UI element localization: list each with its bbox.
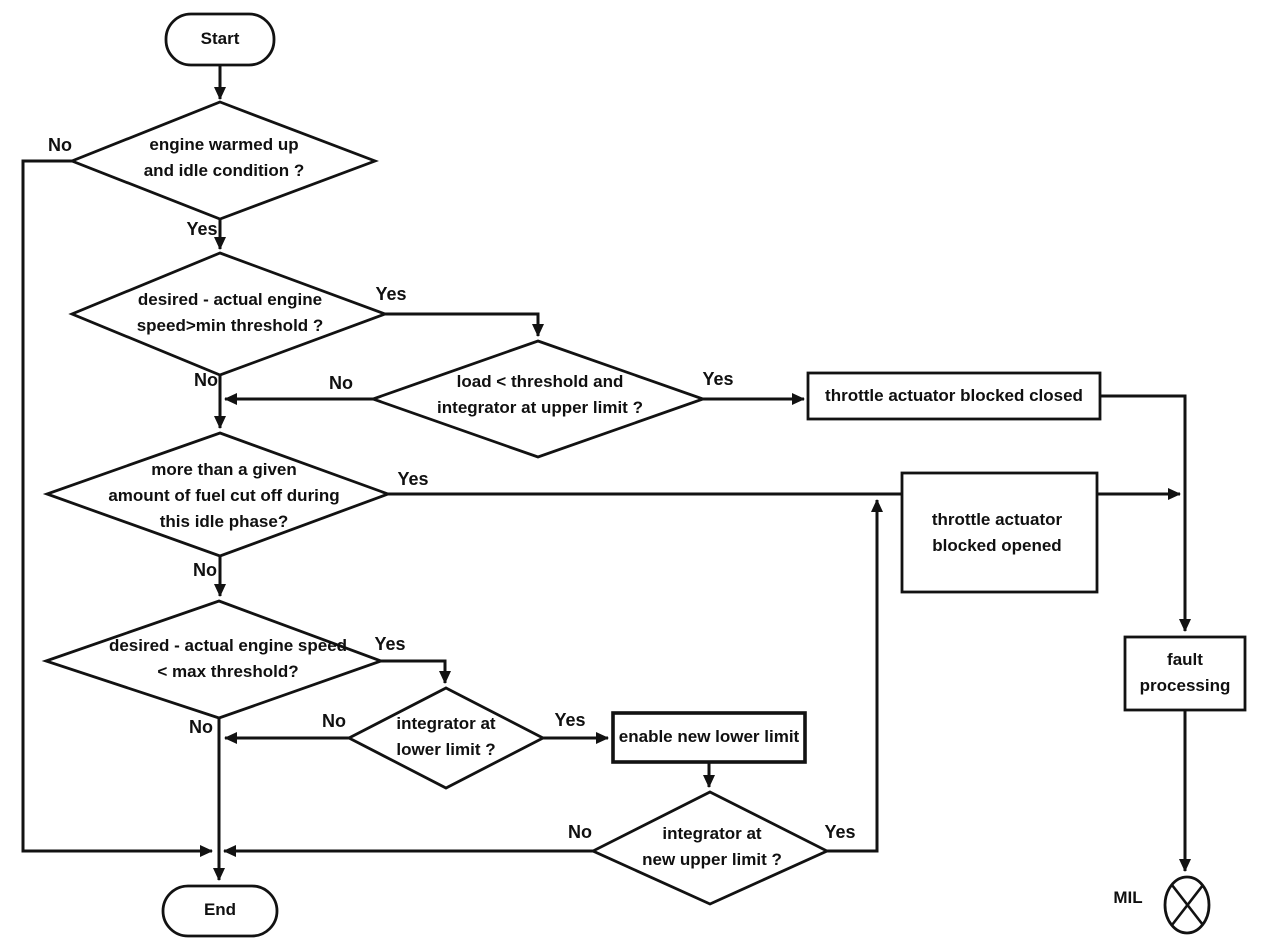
process-blocked-closed-shape xyxy=(806,371,1102,421)
decision-speed-max-label: desired - actual engine speed < max thre… xyxy=(108,636,348,681)
edge-d5-yes xyxy=(381,659,451,684)
decision-integrator-lower-label: integrator at lower limit ? xyxy=(396,714,496,759)
decision-speed-max-shape xyxy=(41,599,386,720)
process-enable-lower-label: enable new lower limit xyxy=(618,727,800,746)
start-terminal-shape xyxy=(164,12,276,67)
decision-fuel-cutoff-shape xyxy=(42,431,393,558)
branch-label-d6-no: No xyxy=(322,711,346,731)
decision-speed-min-label: desired - actual engine speed>min thresh… xyxy=(136,290,324,335)
process-blocked-closed-label: throttle actuator blocked closed xyxy=(825,386,1083,405)
fault-processing-shape xyxy=(1123,635,1247,712)
decision-load-integrator-label: load < threshold and integrator at upper… xyxy=(437,372,643,417)
decision-integrator-new-upper-shape xyxy=(589,790,831,906)
branch-label-d7-no: No xyxy=(568,822,592,842)
edge-b1-to-fault xyxy=(1100,394,1191,632)
mil-lamp-x-stroke-2 xyxy=(1170,884,1205,926)
branch-label-d4-no: No xyxy=(193,560,217,580)
end-terminal-shape xyxy=(161,884,279,938)
branch-label-d1-yes: Yes xyxy=(186,219,218,239)
branch-label-d3-yes: Yes xyxy=(702,369,734,389)
branch-label-d4-yes: Yes xyxy=(397,469,429,489)
decision-engine-warmed-shape xyxy=(68,100,379,221)
branch-label-d6-yes: Yes xyxy=(554,710,586,730)
branch-label-d3-no: No xyxy=(329,373,353,393)
process-blocked-opened-shape xyxy=(900,471,1099,594)
branch-label-d1-no: No xyxy=(48,135,72,155)
start-terminal-label: Start xyxy=(200,29,240,48)
decision-speed-min-shape xyxy=(68,251,390,377)
decision-fuel-cutoff-label: more than a given amount of fuel cut off… xyxy=(108,460,340,531)
decision-integrator-new-upper-label: integrator at new upper limit ? xyxy=(642,824,782,869)
edge-d2-yes xyxy=(385,312,544,337)
mil-label: MIL xyxy=(1113,888,1143,907)
process-enable-lower-shape xyxy=(611,711,807,764)
edge-d7-yes xyxy=(827,499,883,853)
edge-d1-no xyxy=(21,159,213,857)
branch-label-d5-no: No xyxy=(189,717,213,737)
branch-label-d5-yes: Yes xyxy=(374,634,406,654)
branch-label-d7-yes: Yes xyxy=(824,822,856,842)
fault-processing-label: fault processing xyxy=(1139,650,1231,695)
decision-engine-warmed-label: engine warmed up and idle condition ? xyxy=(143,135,305,180)
branch-label-d2-no: No xyxy=(194,370,218,390)
process-blocked-opened-label: throttle actuator blocked opened xyxy=(931,510,1063,555)
branch-label-d2-yes: Yes xyxy=(375,284,407,304)
decision-integrator-lower-shape xyxy=(345,686,547,790)
end-terminal-label: End xyxy=(203,900,237,919)
decision-load-integrator-shape xyxy=(368,339,708,459)
